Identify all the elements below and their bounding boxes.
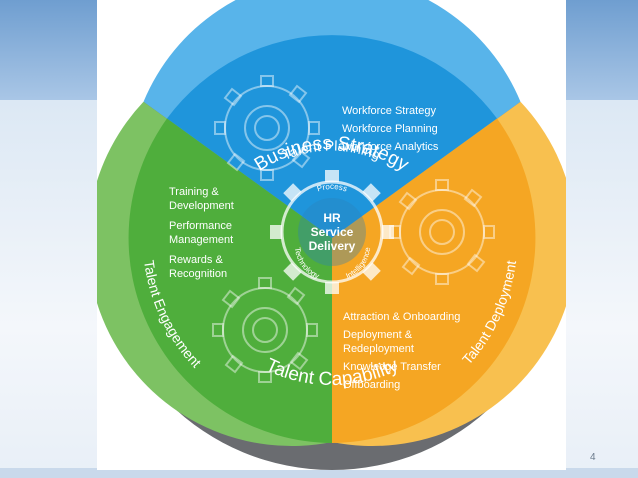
engagement-sector bbox=[128, 118, 332, 443]
gear-icon bbox=[212, 277, 318, 383]
sector-group bbox=[128, 35, 536, 443]
center-title-line: Delivery bbox=[309, 239, 356, 253]
planning-item: Workforce Planning bbox=[342, 123, 438, 135]
talent-wheel-diagram: Business Strategy Talent Capability Tale… bbox=[97, 0, 566, 470]
deployment-item: Knowledge Transfer bbox=[343, 361, 441, 373]
engagement-item: Training & bbox=[169, 186, 219, 198]
center-title-line: Service bbox=[311, 225, 354, 239]
engagement-item: Recognition bbox=[169, 268, 227, 280]
deployment-item: Deployment & bbox=[343, 329, 413, 341]
engagement-item: Rewards & bbox=[169, 254, 223, 266]
deployment-item-list: Attraction & Onboarding Deployment & Red… bbox=[343, 311, 460, 391]
center-title-line: HR bbox=[323, 211, 341, 225]
engagement-item: Management bbox=[169, 234, 233, 246]
background-footer-band bbox=[0, 468, 638, 478]
gear-icon bbox=[214, 75, 320, 181]
planning-item-list: Workforce Strategy Workforce Planning Wo… bbox=[342, 105, 439, 153]
center-title: HR Service Delivery bbox=[309, 211, 356, 253]
planning-item: Workforce Strategy bbox=[342, 105, 436, 117]
deployment-item: Offboarding bbox=[343, 379, 400, 391]
deployment-item: Attraction & Onboarding bbox=[343, 311, 460, 323]
planning-sector bbox=[167, 35, 497, 238]
engagement-item: Performance bbox=[169, 220, 232, 232]
planning-item: Workforce Analytics bbox=[342, 141, 439, 153]
gear-decor-group bbox=[212, 75, 495, 383]
gear-icon bbox=[389, 179, 495, 285]
deployment-item: Redeployment bbox=[343, 343, 414, 355]
deployment-sector bbox=[332, 118, 536, 443]
engagement-item: Development bbox=[169, 200, 234, 212]
engagement-item-list: Training & Development Performance Manag… bbox=[169, 186, 234, 280]
center-gear bbox=[270, 170, 394, 294]
page-number: 4 bbox=[590, 452, 596, 463]
slide-canvas: Business Strategy Talent Capability Tale… bbox=[97, 0, 566, 470]
center-label-process: Process bbox=[316, 182, 349, 194]
